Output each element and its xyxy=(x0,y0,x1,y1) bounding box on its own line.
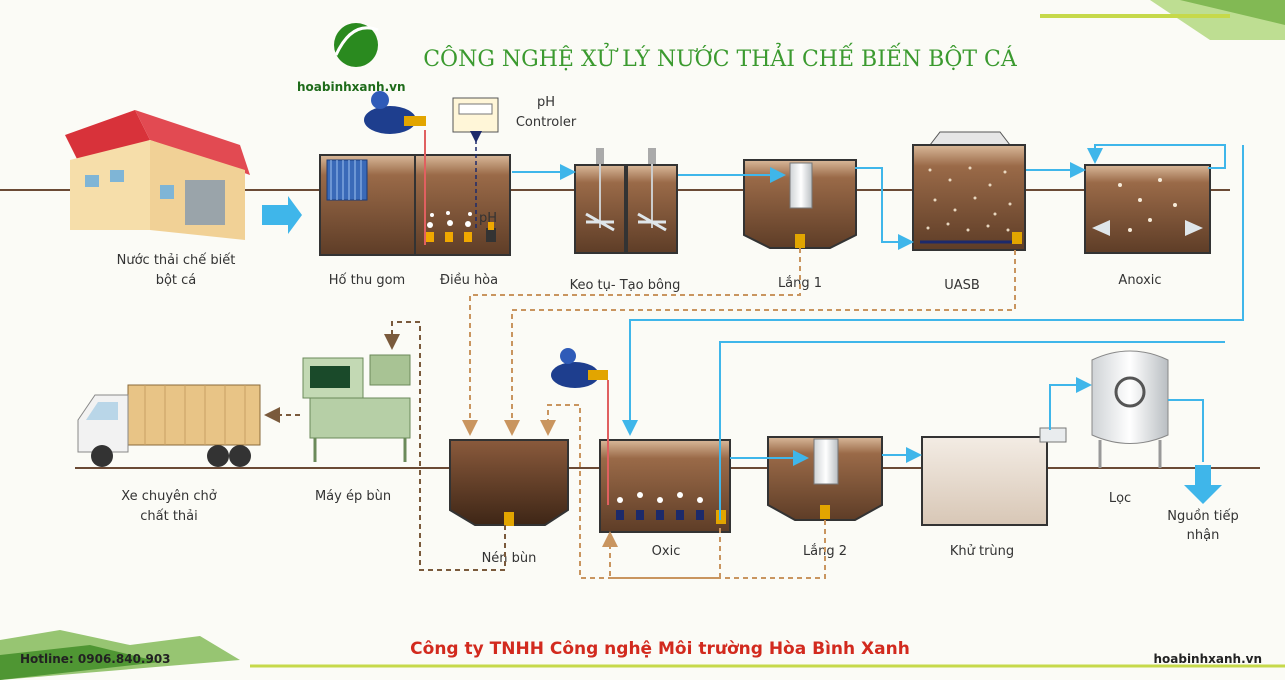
label-collection: Hố thu gom xyxy=(329,273,405,288)
hotline: Hotline: 0906.840.903 xyxy=(20,652,171,666)
label-truck-line2: chất thải xyxy=(140,509,198,524)
label-disinfection: Khử trùng xyxy=(950,544,1014,559)
blower-2 xyxy=(551,348,609,505)
truck xyxy=(77,384,261,467)
label-outlet-line2: nhận xyxy=(1187,528,1220,543)
label-press: Máy ép bùn xyxy=(315,489,391,504)
disinfection-tank xyxy=(921,436,1048,526)
label-source-line2: bột cá xyxy=(156,273,197,288)
leaf-decoration-top-right xyxy=(1040,0,1285,40)
equalization-tank xyxy=(414,154,511,256)
inflow-arrow xyxy=(262,196,302,234)
label-outlet-line1: Nguồn tiếp xyxy=(1167,509,1239,524)
collection-tank xyxy=(319,154,416,256)
label-controller-line2: Controler xyxy=(516,115,577,130)
coagulation-tanks xyxy=(574,148,678,254)
company-name: Công ty TNHH Công nghệ Môi trường Hòa Bì… xyxy=(410,639,910,659)
blower-1 xyxy=(364,91,426,245)
website: hoabinhxanh.vn xyxy=(1153,652,1262,666)
label-controller-line1: pH xyxy=(537,95,555,110)
label-uasb: UASB xyxy=(944,278,980,293)
label-equalization: Điều hòa xyxy=(440,273,498,288)
settling-tank-1 xyxy=(743,159,857,249)
outlet-arrow xyxy=(1184,465,1222,504)
sludge-flow-lines xyxy=(462,248,1016,579)
settling-tank-2 xyxy=(767,436,883,521)
label-oxic: Oxic xyxy=(652,544,681,559)
label-filter: Lọc xyxy=(1109,491,1131,506)
label-source-line1: Nước thải chế biết xyxy=(117,253,236,268)
thickener-to-press-flow xyxy=(384,321,506,571)
label-coagulation: Keo tụ- Tạo bông xyxy=(570,278,681,293)
leaf-decoration-bottom-left xyxy=(0,630,240,680)
logo-text: hoabinhxanh.vn xyxy=(297,80,406,94)
water-flow-upper xyxy=(512,144,1244,436)
ph-controller: pH xyxy=(452,97,499,230)
uasb-reactor xyxy=(912,131,1026,251)
label-anoxic: Anoxic xyxy=(1118,273,1161,288)
pressure-filter xyxy=(1039,350,1169,468)
water-flow-lower xyxy=(719,341,1225,520)
sludge-thickener xyxy=(449,439,569,526)
anoxic-tank xyxy=(1084,164,1211,254)
label-settling1: Lắng 1 xyxy=(778,276,822,291)
ph-probe-label: pH xyxy=(479,211,497,226)
factory-building xyxy=(65,110,250,240)
page-title: CÔNG NGHỆ XỬ LÝ NƯỚC THẢI CHẾ BIẾN BỘT C… xyxy=(423,42,1018,72)
oxic-tank xyxy=(599,439,731,533)
sludge-press xyxy=(302,354,411,462)
company-logo: hoabinhxanh.vn xyxy=(297,23,406,94)
label-truck-line1: Xe chuyên chở xyxy=(121,489,217,504)
label-thickener: Nén bùn xyxy=(482,551,537,566)
